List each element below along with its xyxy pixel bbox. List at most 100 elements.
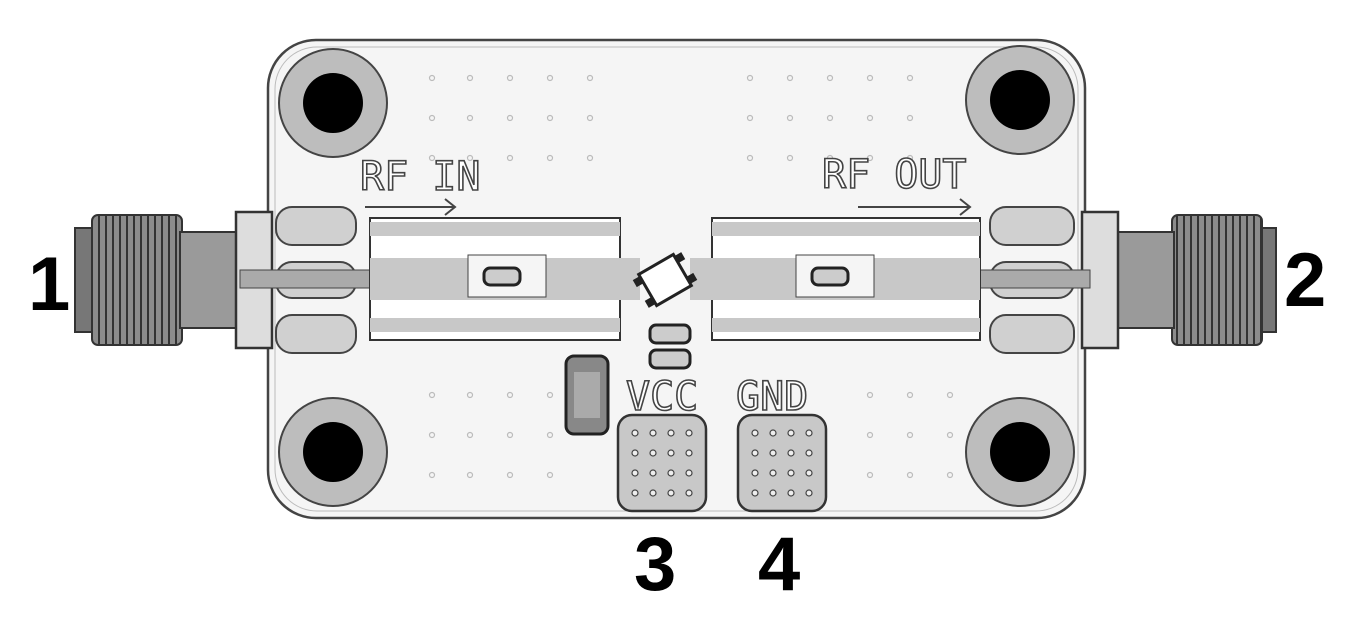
via [546,74,554,82]
via [466,74,474,82]
port-2-number: 2 [1284,238,1326,323]
via [428,74,436,82]
via [649,469,657,477]
amplifier-ic [632,252,698,308]
via [826,154,834,162]
via [751,469,759,477]
via [428,431,436,439]
via [667,489,675,497]
port-1-number: 1 [28,242,70,327]
mounting-hole [278,48,388,158]
via [667,469,675,477]
bias-capacitor [648,323,692,345]
via [805,469,813,477]
via [746,154,754,162]
sma-connector-right [979,206,1277,354]
via [826,114,834,122]
via [906,114,914,122]
rf-out-arrow-icon [858,198,972,216]
via [787,449,795,457]
sma-connector-left [74,206,371,354]
via [428,471,436,479]
via [667,449,675,457]
gnd-label: GND [736,374,808,420]
via [769,469,777,477]
via [826,74,834,82]
via [649,489,657,497]
via [751,449,759,457]
via [466,431,474,439]
via [786,154,794,162]
via [506,391,514,399]
via [946,471,954,479]
mounting-hole [278,397,388,507]
gnd-pad [736,413,828,513]
via [946,431,954,439]
via [506,114,514,122]
via [546,391,554,399]
via [805,489,813,497]
port-4-number: 4 [758,522,800,607]
via [546,471,554,479]
via [786,114,794,122]
via [631,429,639,437]
via [466,114,474,122]
via [787,489,795,497]
via [546,114,554,122]
via [428,114,436,122]
via [746,114,754,122]
via [866,391,874,399]
via [506,74,514,82]
via [466,471,474,479]
via [649,429,657,437]
via [746,74,754,82]
via [787,429,795,437]
via [866,431,874,439]
mounting-hole [965,397,1075,507]
via [586,74,594,82]
via [685,429,693,437]
via [805,429,813,437]
via [506,154,514,162]
via [906,391,914,399]
via [906,471,914,479]
via [506,471,514,479]
port-3-number: 3 [634,522,676,607]
rf-output-trace [690,217,981,341]
via [769,489,777,497]
via [506,431,514,439]
via [466,154,474,162]
via [649,449,657,457]
via [751,429,759,437]
via [546,431,554,439]
vcc-pad [616,413,708,513]
bias-capacitor [648,348,692,370]
via [805,449,813,457]
via [906,154,914,162]
via [769,449,777,457]
via [466,391,474,399]
via [586,154,594,162]
rf-in-arrow-icon [365,198,457,216]
via [906,74,914,82]
via [685,449,693,457]
via [685,469,693,477]
via [946,391,954,399]
via [866,114,874,122]
via [751,489,759,497]
via [866,154,874,162]
via [787,469,795,477]
via [769,429,777,437]
rf-out-label: RF OUT [822,152,967,198]
via [685,489,693,497]
via [428,154,436,162]
rf-input-trace [369,217,640,341]
via [586,114,594,122]
vcc-label: VCC [626,374,698,420]
via [428,391,436,399]
rf-in-label: RF IN [360,154,480,200]
via [906,431,914,439]
via [667,429,675,437]
via [866,471,874,479]
